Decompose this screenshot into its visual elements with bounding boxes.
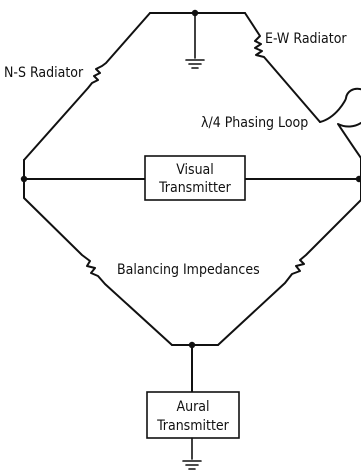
phasing-loop-wire <box>319 88 361 159</box>
bottom-ground-icon <box>182 460 202 470</box>
right-junction-dot <box>355 175 361 183</box>
aural-transmitter-box <box>146 391 240 439</box>
visual-transmitter-line1: Visual <box>176 162 214 178</box>
balancing-impedances-label: Balancing Impedances <box>117 262 260 278</box>
visual-transmitter-line2: Transmitter <box>158 180 231 196</box>
ns-radiator-wire <box>23 12 151 180</box>
right-balancing-impedance-wire <box>217 199 361 346</box>
ns-radiator-label: N-S Radiator <box>4 65 84 81</box>
aural-transmitter-line1: Aural <box>177 399 210 415</box>
ew-radiator-wire <box>244 12 321 123</box>
left-balancing-impedance-wire <box>23 178 173 346</box>
aural-transmitter-line2: Transmitter <box>156 418 229 434</box>
ew-radiator-label: E-W Radiator <box>265 31 347 47</box>
phasing-loop-label: λ/4 Phasing Loop <box>201 115 308 131</box>
top-ground-icon <box>185 59 205 69</box>
visual-transmitter-box <box>144 155 246 201</box>
